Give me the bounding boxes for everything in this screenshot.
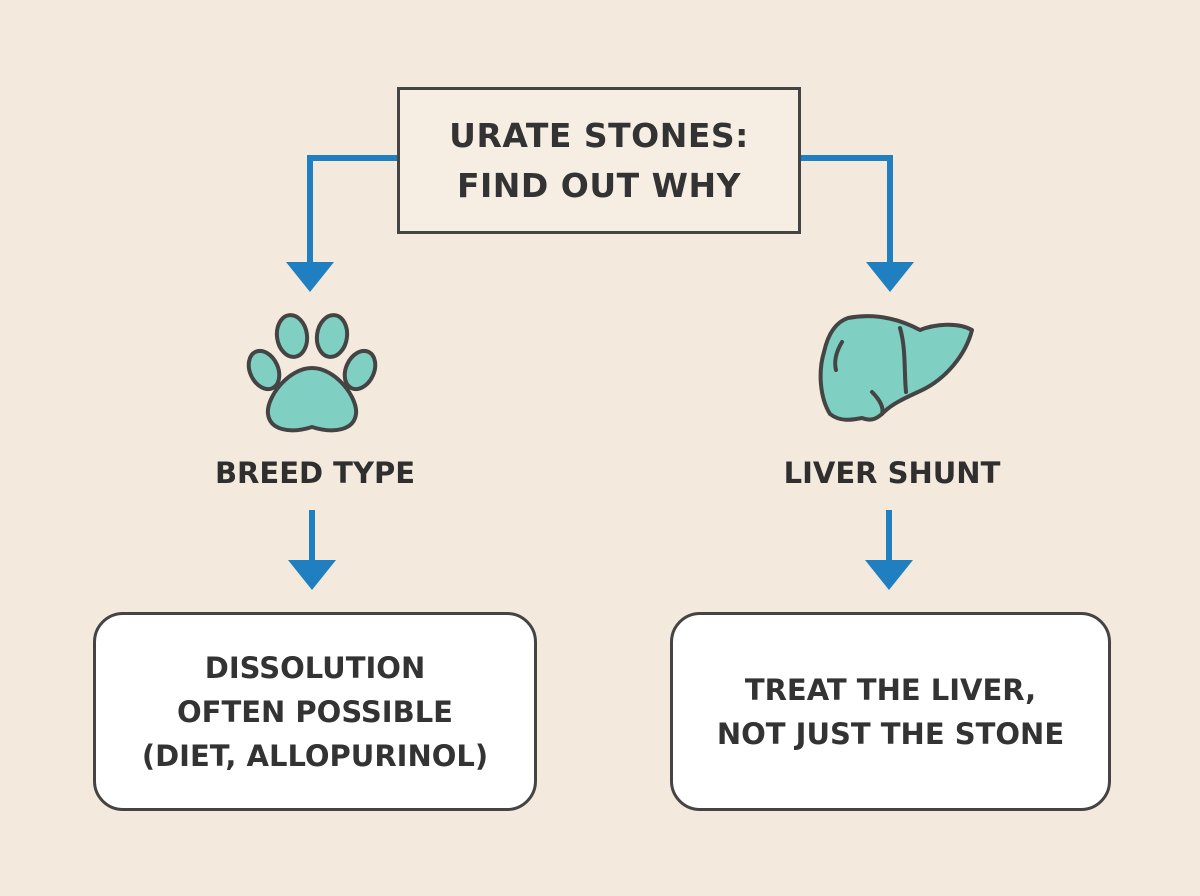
dissolution-result-box: DISSOLUTION OFTEN POSSIBLE (DIET, ALLOPU…	[93, 612, 537, 811]
liver-to-result-arrowhead	[865, 560, 913, 590]
title-to-breed-arrow	[307, 155, 397, 262]
title-to-liver-arrow	[801, 155, 893, 262]
result-left-line-2: OFTEN POSSIBLE	[177, 694, 453, 729]
liver-shunt-label: LIVER SHUNT	[783, 456, 1001, 490]
result-right-line-2: NOT JUST THE STONE	[716, 716, 1065, 751]
breed-type-label: BREED TYPE	[214, 456, 416, 490]
liver-icon	[818, 314, 974, 422]
title-line-2: FIND OUT WHY	[456, 165, 742, 205]
title-line-1: URATE STONES:	[449, 115, 749, 155]
breed-to-result-arrowhead	[288, 560, 336, 590]
treat-liver-result-box: TREAT THE LIVER, NOT JUST THE STONE	[670, 612, 1111, 811]
paw-icon	[246, 313, 378, 433]
title-to-liver-arrowhead	[866, 262, 914, 292]
result-left-line-1: DISSOLUTION	[204, 650, 426, 685]
title-box: URATE STONES: FIND OUT WHY	[397, 87, 801, 234]
result-left-line-3: (DIET, ALLOPURINOL)	[141, 738, 489, 773]
result-right-line-1: TREAT THE LIVER,	[744, 672, 1037, 707]
title-to-breed-arrowhead	[286, 262, 334, 292]
